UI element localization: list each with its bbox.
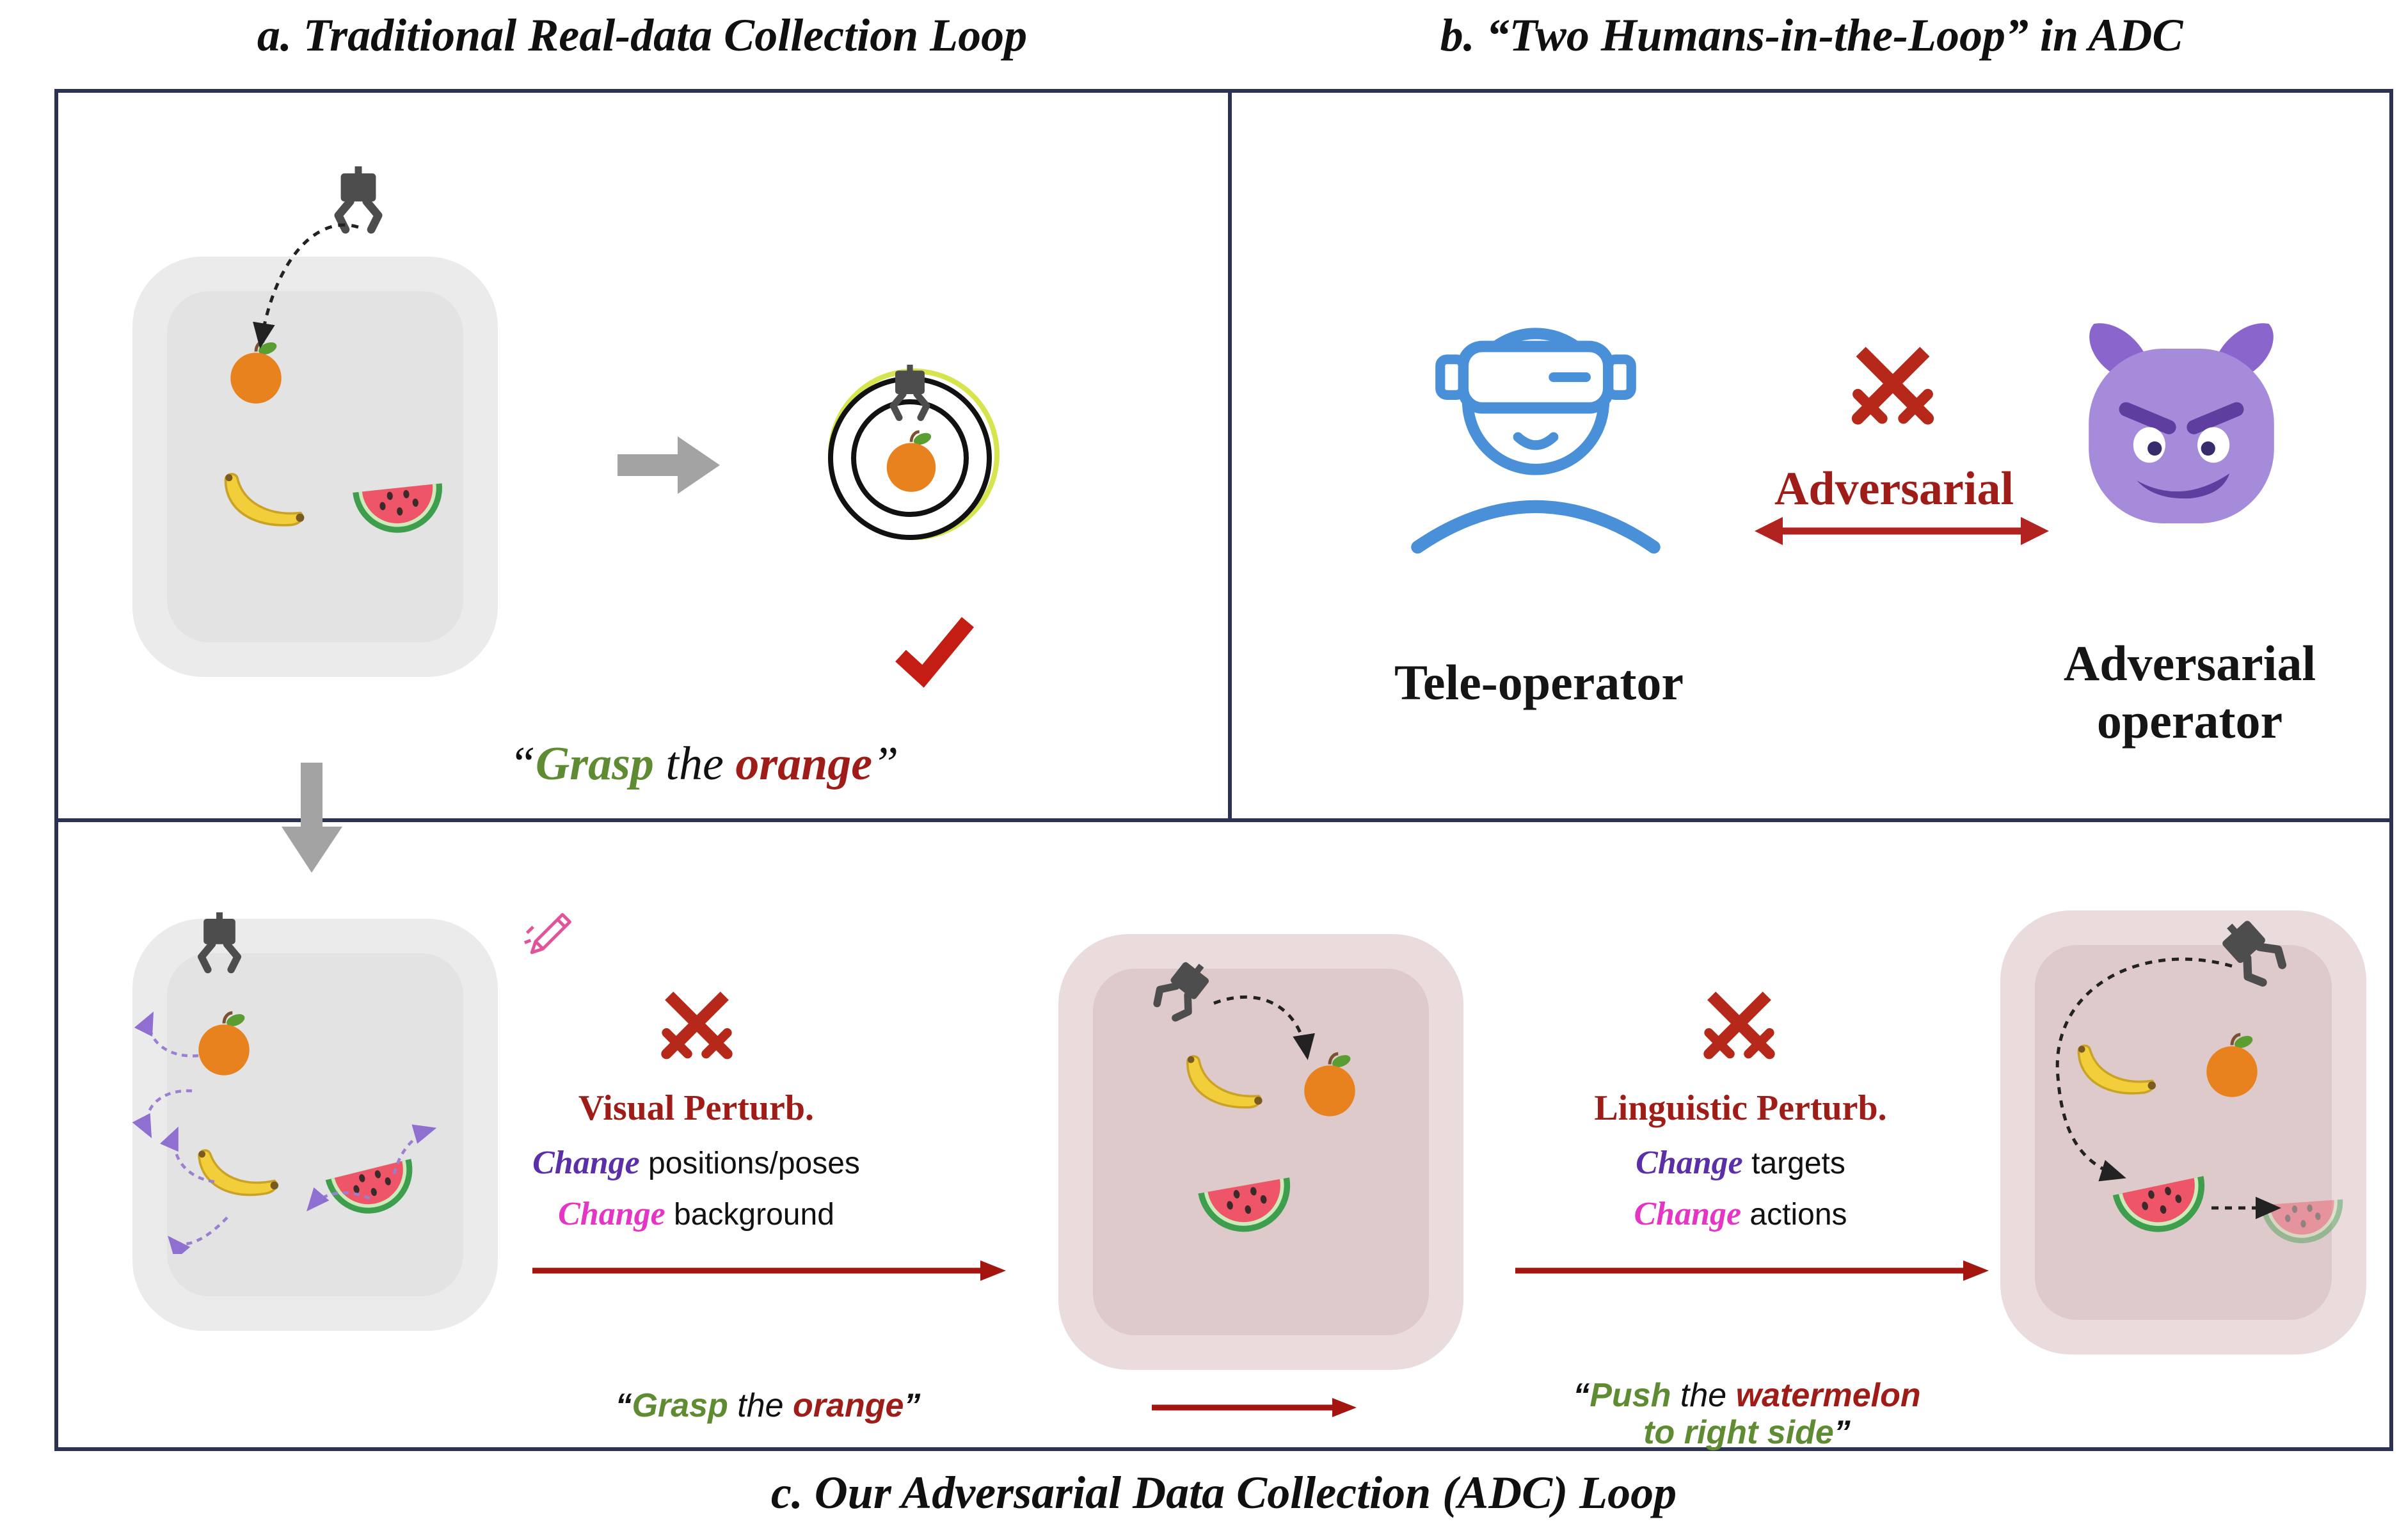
change-rest: actions [1741,1198,1847,1232]
quote-close: ” [872,738,899,790]
perturb-motion-arrow [159,1126,215,1184]
checkmark-icon [895,617,975,688]
gripper-approach-dashed-arrow [253,223,359,349]
instruction-grasp-orange: “Grasp the orange” [160,737,1248,791]
gripper-approach-dashed-arrow [2055,957,2233,1182]
panel-divider-vertical [1228,89,1232,822]
caption-mid: the [1671,1377,1736,1414]
linguistic-perturb-title: Linguistic Perturb. [1594,1088,1887,1128]
verb-grasp: Grasp [632,1387,728,1424]
perturb-motion-arrow [307,1187,370,1212]
linguistic-perturb-line1: Change targets [1549,1144,1932,1182]
push-caption-line1: “Push the watermelon [1488,1377,2006,1414]
bin-c3-surface [2035,945,2332,1320]
object-orange: orange [735,738,873,790]
panel-b-title: b. “Two Humans-in-the-Loop” in ADC [1440,10,2183,61]
visual-perturb-line1: Change positions/poses [472,1144,920,1182]
instruction-transition-arrow [1152,1398,1357,1417]
adversarial-operator-label: Adversarial operator [2004,635,2375,749]
pencil-edit-icon [522,909,576,962]
quote-close: ” [904,1387,921,1424]
change-rest: background [665,1198,834,1232]
banana-icon [210,461,321,550]
tabletop-bin-c2 [1058,934,1463,1370]
instruction-push-watermelon: “Push the watermelon to right side” [1488,1377,2006,1451]
gripper-approach-dashed-arrow [1213,995,1315,1060]
panel-a-title: a. Traditional Real-data Collection Loop [257,10,1028,61]
perturb-motion-arrow [132,1089,193,1139]
tabletop-bin-c1 [132,919,498,1331]
change-keyword: Change [532,1145,640,1181]
linguistic-perturb-arrow [1515,1260,1989,1281]
panel-divider-horizontal [54,818,2393,822]
tabletop-bin-a [132,257,498,677]
adversarial-operator-line2: operator [2096,692,2283,749]
vr-teleoperator-icon [1398,299,1673,562]
push-direction-text: to right side [1643,1414,1834,1452]
adversarial-double-arrow [1755,517,2049,545]
verb-grasp: Grasp [535,738,654,790]
figure-frame [54,89,2393,1451]
change-keyword: Change [1636,1145,1743,1181]
bin-c2-surface [1093,969,1429,1335]
change-rest: positions/poses [639,1147,860,1180]
change-keyword: Change [558,1196,665,1232]
crossed-swords-icon [1697,987,1781,1071]
linguistic-perturb-line2: Change actions [1549,1195,1932,1233]
perturb-motion-arrow [168,1216,228,1254]
quote-open: “ [615,1387,632,1424]
push-caption-line2: to right side” [1488,1414,2006,1451]
quote-open: “ [1573,1377,1590,1414]
adversarial-label: Adversarial [1774,463,2014,515]
caption-mid: the [653,738,736,790]
tabletop-bin-c3 [2000,910,2366,1354]
watermelon-icon [345,464,453,550]
adversarial-operator-line1: Adversarial [2063,635,2316,691]
gray-right-arrow [617,436,720,494]
instruction-grasp-orange: “Grasp the orange” [570,1387,966,1424]
perturb-motion-arrow [392,1124,437,1175]
change-rest: targets [1742,1147,1845,1180]
push-direction-dashed-arrow [2211,1196,2281,1219]
quote-open: “ [509,738,536,790]
target-circle-icon [828,347,1000,540]
visual-perturb-line2: Change background [472,1195,920,1233]
panel-c-title: c. Our Adversarial Data Collection (ADC)… [770,1467,1677,1518]
bin-a-surface [167,291,463,642]
visual-perturb-arrow [532,1260,1006,1281]
quote-close: ” [1833,1414,1851,1452]
caption-mid: the [728,1387,793,1424]
object-orange: orange [793,1387,904,1424]
tele-operator-label: Tele-operator [1394,655,1684,710]
change-keyword: Change [1634,1196,1742,1232]
visual-perturb-title: Visual Perturb. [578,1088,815,1128]
robot-gripper-icon [187,912,251,980]
devil-icon [2066,315,2297,532]
crossed-swords-icon [655,987,739,1071]
object-watermelon: watermelon [1735,1377,1921,1414]
verb-push: Push [1589,1377,1671,1414]
perturb-motion-arrow [134,1011,199,1058]
crossed-swords-icon [1844,341,1941,438]
gray-down-arrow [282,763,342,873]
